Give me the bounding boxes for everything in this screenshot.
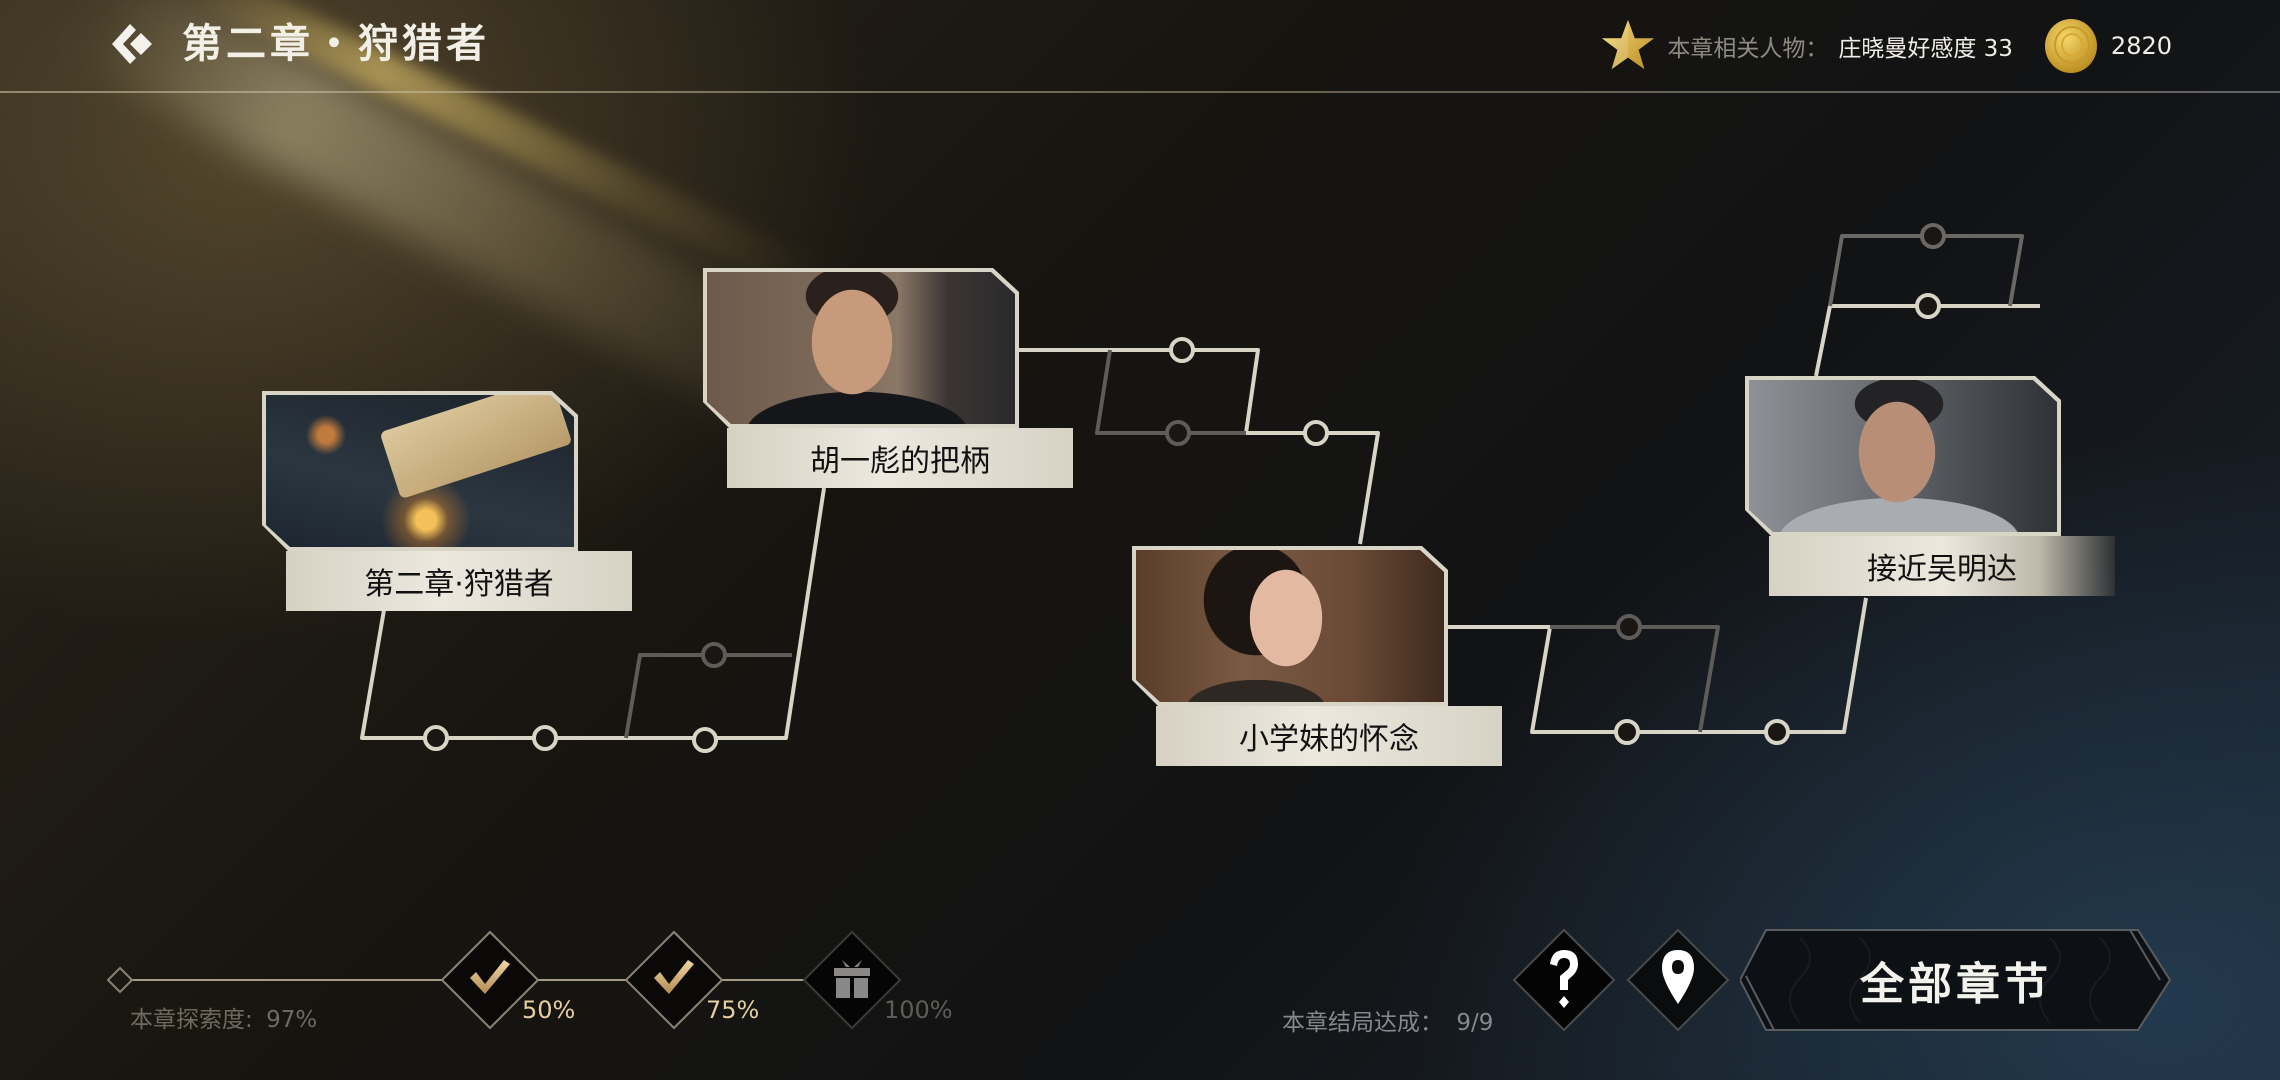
milestone-percent: 100% [884,996,953,1024]
checkpoint-node[interactable] [1764,719,1790,745]
node-caption: 胡一彪的把柄 [727,428,1073,488]
node-thumbnail [266,395,574,547]
path-checkpoints [423,223,1946,753]
milestone-100[interactable]: 100% [802,930,953,1030]
hud-stats: 本章相关人物： 庄晓曼好感度 33 2820 [1599,18,2172,74]
checkpoint-node[interactable] [423,725,449,751]
node-thumbnail [1136,550,1444,702]
header-divider [0,91,2280,93]
star-icon [1602,19,1655,70]
node-caption: 接近吴明达 [1769,536,2115,596]
checkpoint-node[interactable] [1614,719,1640,745]
affinity-value: 庄晓曼好感度 33 [1838,36,2013,62]
all-chapters-button[interactable]: 全部章节 [1740,928,2172,1032]
endings-achieved: 本章结局达成： 9/9 [1282,1003,1493,1037]
node-thumbnail [707,272,1015,424]
checkpoint-node-locked[interactable] [1920,223,1946,249]
checkpoint-node-locked[interactable] [701,642,727,668]
locate-button[interactable] [1626,928,1730,1032]
node-caption: 第二章·狩猎者 [286,551,632,611]
checkpoint-node[interactable] [1303,420,1329,446]
checkpoint-node-locked[interactable] [1165,420,1191,446]
milestone-percent: 75% [706,996,760,1024]
top-bar: 第二章・狩猎者 本章相关人物： 庄晓曼好感度 33 2820 [0,0,2280,93]
back-diamond-icon [112,24,152,64]
checkpoint-node[interactable] [692,727,718,753]
checkmark-icon [470,960,510,994]
node-caption: 小学妹的怀念 [1156,706,1502,766]
checkmark-icon [654,960,694,994]
help-button[interactable] [1512,928,1616,1032]
milestone-percent: 50% [522,996,576,1024]
node-thumbnail [1749,380,2057,532]
checkpoint-node[interactable] [1915,293,1941,319]
coin-count: 2820 [2110,32,2172,60]
location-pin-icon [1662,950,1694,1004]
endings-label: 本章结局达成： [1282,1010,1443,1036]
related-character-label: 本章相关人物： [1667,36,1829,62]
back-button[interactable] [108,20,156,68]
checkpoint-node[interactable] [1169,337,1195,363]
exploration-progress: 本章探索度: 97% [130,1000,317,1034]
milestone-75[interactable]: 75% [624,930,759,1030]
checkpoint-node-locked[interactable] [1616,614,1642,640]
all-chapters-label: 全部章节 [1860,959,2052,1010]
milestone-50[interactable]: 50% [440,930,575,1030]
exploration-value: 97% [266,1007,318,1033]
exploration-label: 本章探索度: [130,1007,253,1033]
gift-icon [834,960,870,998]
chapter-title: 第二章・狩猎者 [182,20,490,67]
endings-value: 9/9 [1456,1010,1494,1036]
question-icon [1550,950,1578,1008]
checkpoint-node[interactable] [532,725,558,751]
coin-icon [2044,19,2097,73]
